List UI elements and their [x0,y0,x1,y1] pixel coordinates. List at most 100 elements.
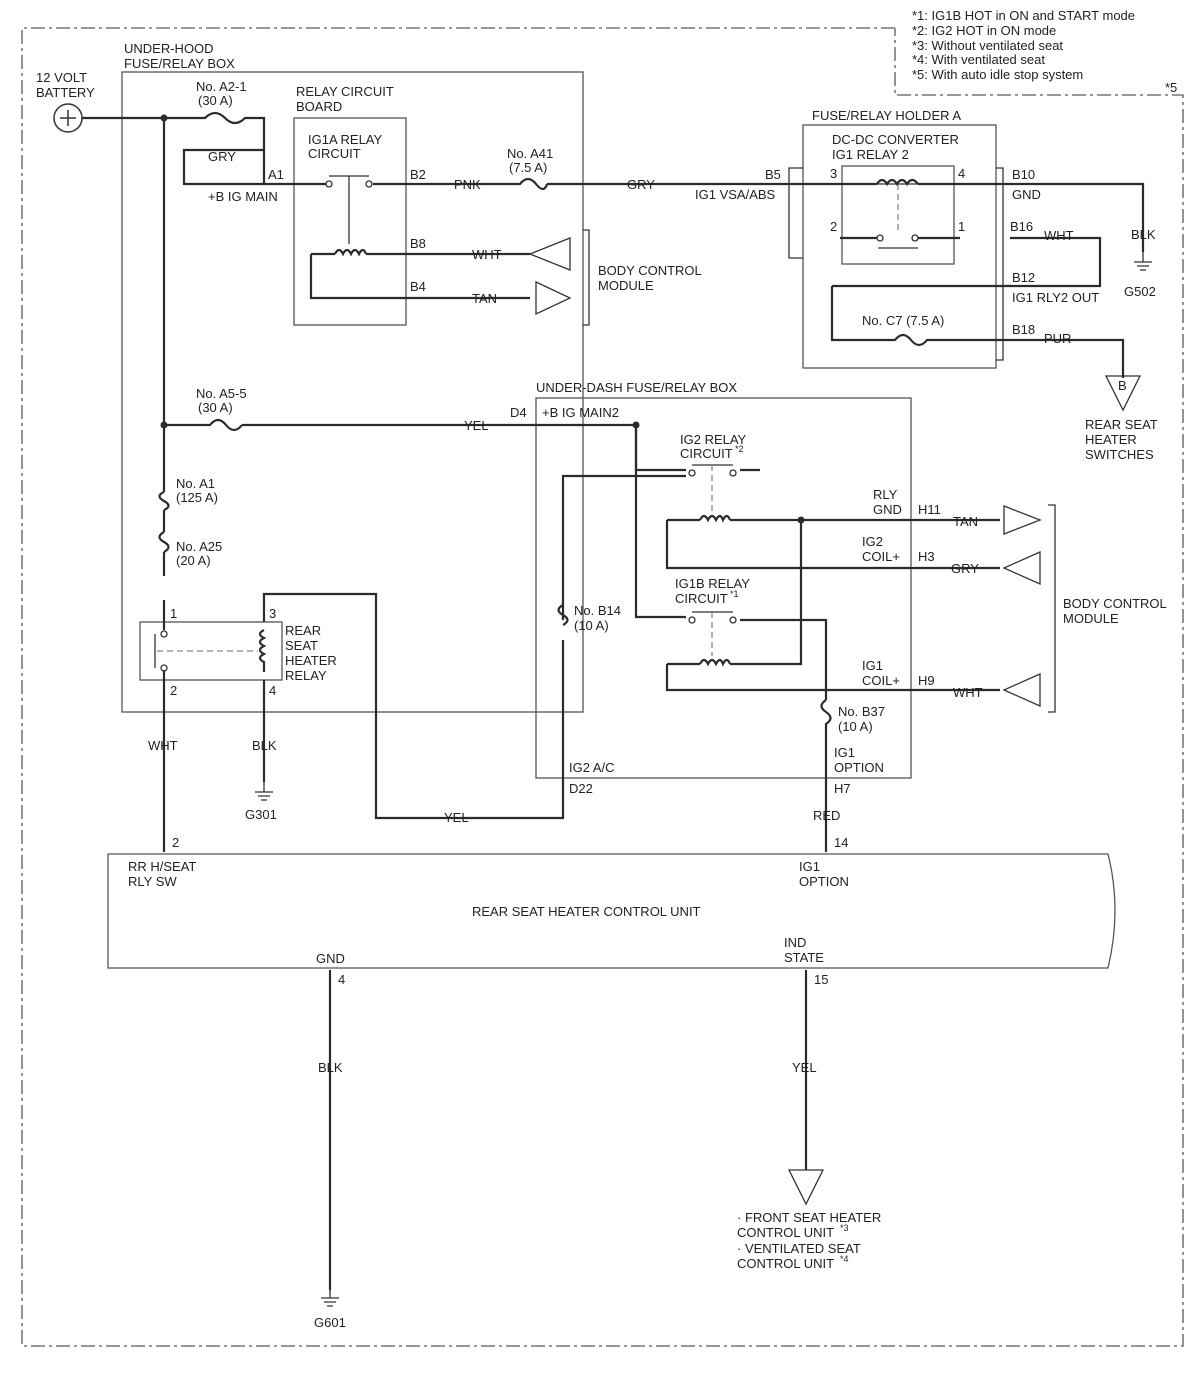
ground-g301-icon [255,782,273,801]
pin-label: D22 [569,781,593,796]
gry-loop-wire [182,148,264,186]
bcm-input-arrow-gry-h3 [1002,550,1041,586]
bcm-top-label: BODY CONTROL [598,263,702,278]
under-hood-title: UNDER-HOOD [124,41,214,56]
terminal-label: IG1 RLY2 OUT [1012,290,1099,305]
battery-label: 12 VOLT [36,70,87,85]
fuse-a41 [515,177,549,191]
footnote-marker: *2 [735,444,744,454]
pin-label: B8 [410,236,426,251]
ig2-relay-wires [561,425,760,620]
note-1: *1: IG1B HOT in ON and START mode [912,8,1135,23]
control-unit-title: REAR SEAT HEATER CONTROL UNIT [472,904,701,919]
pin-label: D4 [510,405,527,420]
wire-color-label: WHT [148,738,178,753]
pin-label: H7 [834,781,851,796]
footnote-marker: *1 [730,589,739,599]
fuse-a1-rating: (125 A) [176,490,218,505]
fuse-a41-label: No. A41 [507,146,553,161]
wire-color-label: GRY [208,149,236,164]
terminal-label: RLY [873,487,898,502]
bottom-dest-label: · VENTILATED SEAT [737,1241,861,1256]
rear-relay-label: RELAY [285,668,327,683]
ig1a-coil [334,248,368,257]
notes-legend: *1: IG1B HOT in ON and START mode *2: IG… [912,8,1135,82]
fuse-a25-rating: (20 A) [176,553,211,568]
control-unit-box [107,853,1116,969]
wire-color-label: GRY [951,561,979,576]
pin-label: 1 [170,606,177,621]
fuse-a5-5-label: No. A5-5 [196,386,247,401]
bcm-top-bracket [583,229,590,326]
connector-b-arrow [1104,375,1142,412]
rear-relay-label: REAR [285,623,321,638]
note-2: *2: IG2 HOT in ON mode [912,23,1056,38]
battery-icon [53,103,83,133]
terminal-label: COIL+ [862,673,900,688]
pin-label: 3 [269,606,276,621]
pin-label: 2 [172,835,179,850]
bcm-right-label: BODY CONTROL [1063,596,1167,611]
wire-color-label: GRY [627,177,655,192]
fuse-c7 [883,333,937,347]
pin-label: H11 [918,502,941,517]
pin-label: 3 [830,166,837,181]
ig1a-contact [325,175,373,244]
connector-b-label: B [1118,378,1127,393]
footnote-marker: *4 [840,1254,849,1264]
rear-relay-contact [154,630,258,672]
pin-label: H3 [918,549,935,564]
rear-relay-box [139,621,283,681]
fuse-b14 [557,604,569,626]
ig1a-relay-label: CIRCUIT [308,146,361,161]
terminal-label: +B IG MAIN [208,189,278,204]
bottom-dest-arrow [787,1169,825,1206]
ig1b-coil [699,658,732,667]
terminal-label: IG1 VSA/ABS [695,187,776,202]
rear-seat-heater-switches-label: SWITCHES [1085,447,1154,462]
ig1a-coil-wire [309,252,530,300]
fuse-b14-rating: (10 A) [574,618,609,633]
ground-g601-icon [321,1290,339,1307]
fuse-b37-rating: (10 A) [838,719,873,734]
rear-relay-label: HEATER [285,653,337,668]
terminal-label: RR H/SEAT [128,859,196,874]
terminal-label: IG2 [862,534,883,549]
relay-board-box [293,117,407,326]
relay-board-title: BOARD [296,99,342,114]
junction-dot [632,421,640,429]
pin-label: 1 [958,219,965,234]
terminal-label: IG1 [862,658,883,673]
note-ref: *5 [1165,80,1177,95]
pin-label: 4 [958,166,965,181]
terminal-label: IND [784,935,806,950]
ground-g502-icon [1134,252,1152,271]
terminal-label: IG1 [799,859,820,874]
pin-label: B5 [765,167,781,182]
wire-color-label: BLK [1131,227,1156,242]
dcdc-contact [876,234,919,249]
yel-d4-wire [164,423,686,619]
bcm-right-label: MODULE [1063,611,1119,626]
fuse-a25-label: No. A25 [176,539,222,554]
fuse-a2-1 [195,111,250,125]
bcm-input-arrow-wht [528,237,571,271]
bottom-dest-label: CONTROL UNIT [737,1256,834,1271]
terminal-label: STATE [784,950,824,965]
pin-label: 2 [830,219,837,234]
wire-color-label: BLK [252,738,277,753]
wire-color-label: TAN [953,514,978,529]
fuse-a25 [158,531,170,553]
fuse-a5-5-rating: (30 A) [198,400,233,415]
fuse-a41-rating: (7.5 A) [509,160,547,175]
wire-color-label: BLK [318,1060,343,1075]
under-dash-box [535,397,912,779]
terminal-label: OPTION [834,760,884,775]
fuse-b14-label: No. B14 [574,603,621,618]
note-5: *5: With auto idle stop system [912,67,1083,82]
pin-label: 15 [814,972,828,987]
pin-label: B12 [1012,270,1035,285]
pin-label: 14 [834,835,848,850]
battery-label: BATTERY [36,85,95,100]
